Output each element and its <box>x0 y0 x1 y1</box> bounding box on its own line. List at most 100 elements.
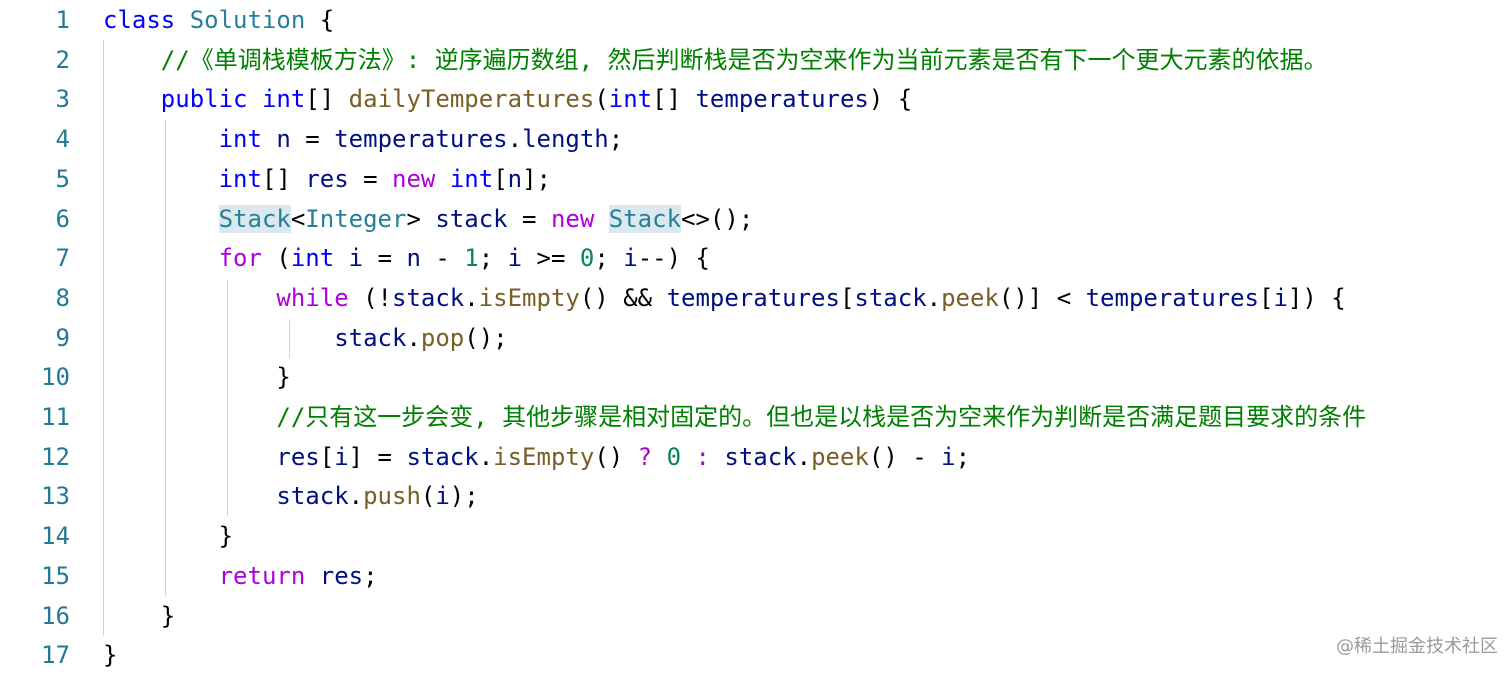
code-token: <>(); <box>681 204 754 233</box>
code-token: stack <box>334 323 407 352</box>
code-token <box>262 125 276 153</box>
code-token: ) { <box>868 85 913 114</box>
code-token: () <box>594 442 638 471</box>
code-line[interactable]: 14 } <box>0 516 1512 556</box>
line-number: 3 <box>55 85 70 114</box>
code-token <box>103 205 219 233</box>
code-line[interactable]: 4 int n = temperatures.length; <box>0 119 1512 159</box>
code-token: stack <box>854 283 927 312</box>
code-line[interactable]: 7 for (int i = n - 1; i >= 0; i--) { <box>0 238 1512 278</box>
code-line[interactable]: 15 return res; <box>0 556 1512 596</box>
code-line[interactable]: 9 stack.pop(); <box>0 318 1512 358</box>
line-number: 1 <box>55 6 70 34</box>
code-token: [ <box>319 442 335 471</box>
code-token: ); <box>449 482 479 511</box>
code-token: [] <box>652 85 696 114</box>
code-token <box>103 403 276 431</box>
code-token <box>248 85 262 113</box>
code-token: //《单调栈模板方法》: 逆序遍历数组, 然后判断栈是否为空来作为当前元素是否有… <box>160 45 1328 74</box>
code-token: . <box>796 442 812 471</box>
line-number: 6 <box>55 204 70 233</box>
code-token <box>103 562 219 590</box>
code-token: > <box>406 204 436 233</box>
code-token: } <box>103 522 234 551</box>
code-token <box>103 46 161 74</box>
code-token: } <box>103 601 176 630</box>
code-text: Stack<Integer> stack = new Stack<>(); <box>103 199 753 239</box>
code-token: new <box>392 164 436 193</box>
code-text: //《单调栈模板方法》: 逆序遍历数组, 然后判断栈是否为空来作为当前元素是否有… <box>103 40 1328 80</box>
code-token: int <box>218 125 262 154</box>
code-line[interactable]: 3 public int[] dailyTemperatures(int[] t… <box>0 79 1512 119</box>
code-line[interactable]: 11 //只有这一步会变, 其他步骤是相对固定的。但也是以栈是否为空来作为判断是… <box>0 397 1512 437</box>
code-token: i <box>334 442 349 471</box>
code-token <box>175 6 189 34</box>
code-token: int <box>218 164 262 193</box>
code-token: class <box>103 6 176 34</box>
code-token <box>305 562 319 590</box>
code-token: --) { <box>637 244 710 273</box>
code-line[interactable]: 2 //《单调栈模板方法》: 逆序遍历数组, 然后判断栈是否为空来作为当前元素是… <box>0 40 1512 80</box>
code-text: res[i] = stack.isEmpty() ? 0 : stack.pee… <box>103 437 970 477</box>
code-token: isEmpty <box>493 442 595 471</box>
watermark: @稀土掘金技术社区 <box>1336 636 1498 657</box>
code-token: = <box>507 204 551 233</box>
code-token: ? <box>637 442 653 471</box>
code-token: ; <box>608 125 624 154</box>
code-token: new <box>550 204 595 233</box>
line-number: 14 <box>41 522 70 551</box>
code-line[interactable]: 17} <box>0 635 1512 675</box>
code-token: return <box>218 561 306 590</box>
code-token <box>103 284 276 312</box>
code-line[interactable]: 8 while (!stack.isEmpty() && temperature… <box>0 278 1512 318</box>
code-token: } <box>103 641 118 670</box>
code-token: { <box>305 6 335 34</box>
code-token: = <box>290 125 335 154</box>
code-token: Stack <box>608 204 682 233</box>
code-line[interactable]: 5 int[] res = new int[n]; <box>0 159 1512 199</box>
code-line[interactable]: 6 Stack<Integer> stack = new Stack<>(); <box>0 199 1512 239</box>
code-token: int <box>290 244 335 273</box>
indent-guide <box>103 40 104 636</box>
code-token: (! <box>348 283 392 312</box>
code-token <box>103 85 161 113</box>
code-line[interactable]: 16 } <box>0 596 1512 636</box>
code-line[interactable]: 10 } <box>0 357 1512 397</box>
code-token: stack <box>435 204 508 233</box>
code-token: n <box>406 244 421 273</box>
code-token: while <box>276 283 349 312</box>
code-text: public int[] dailyTemperatures(int[] tem… <box>103 79 912 119</box>
code-token: [ <box>493 164 508 193</box>
code-token <box>103 165 219 193</box>
code-text: return res; <box>103 556 378 596</box>
code-token: () && <box>579 283 667 312</box>
code-token: public <box>160 85 248 114</box>
code-text: int[] res = new int[n]; <box>103 159 551 199</box>
code-token: . <box>406 323 421 352</box>
code-token: . <box>926 283 942 312</box>
line-number: 7 <box>55 244 70 273</box>
code-token: . <box>478 442 494 471</box>
code-text: stack.push(i); <box>103 476 479 516</box>
code-token: stack <box>276 482 349 511</box>
code-token: int <box>608 85 653 114</box>
code-token <box>681 443 695 471</box>
code-token: i <box>941 442 956 471</box>
code-token: ( <box>594 85 609 114</box>
code-token: peek <box>811 442 869 471</box>
code-token: temperatures <box>334 125 508 154</box>
code-text: } <box>103 635 117 675</box>
code-token: . <box>464 283 479 312</box>
line-number: 8 <box>55 283 70 312</box>
code-token: ]) { <box>1287 283 1346 312</box>
code-token: res <box>276 442 320 471</box>
code-token: ; <box>955 442 971 471</box>
code-line[interactable]: 12 res[i] = stack.isEmpty() ? 0 : stack.… <box>0 437 1512 477</box>
code-token: i <box>348 244 364 273</box>
code-token: i <box>1273 283 1288 312</box>
code-token: 1 <box>464 244 479 273</box>
code-token: temperatures <box>695 85 869 114</box>
code-line[interactable]: 13 stack.push(i); <box>0 476 1512 516</box>
